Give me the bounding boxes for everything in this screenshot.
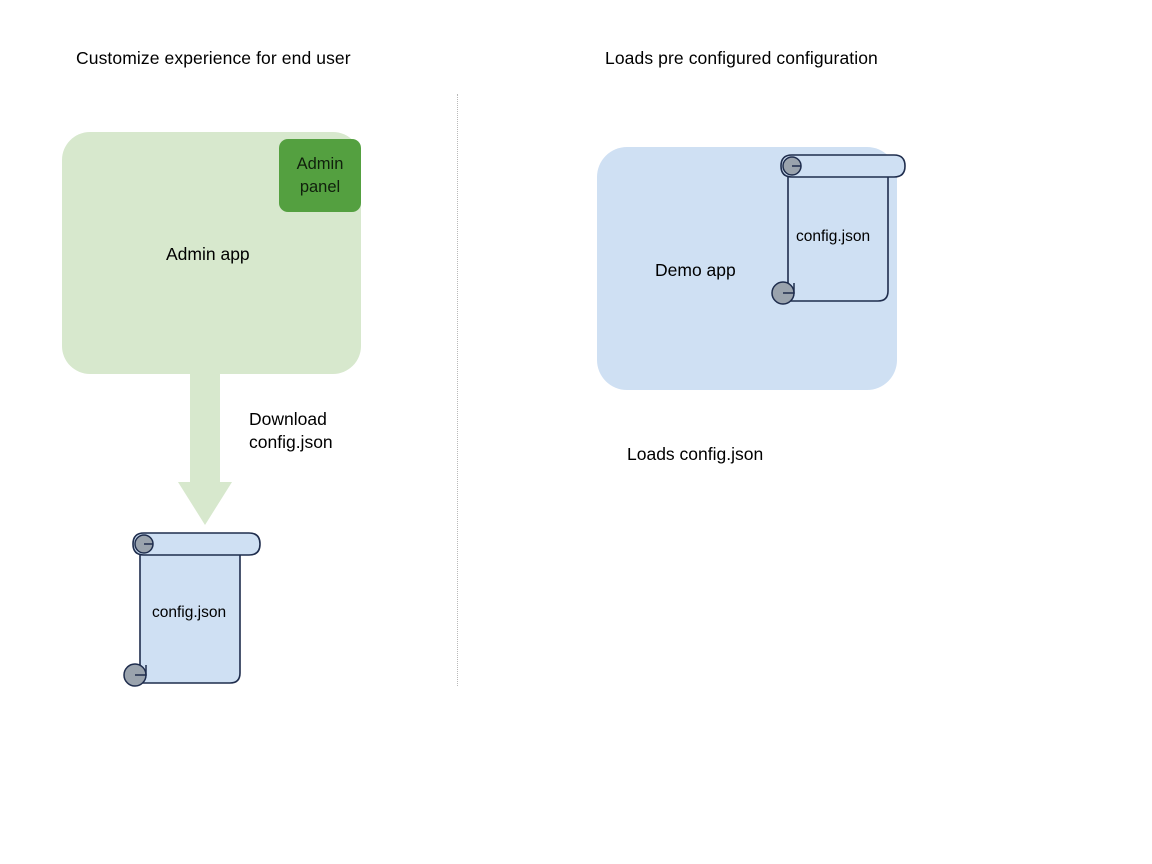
config-json-label-right: config.json <box>796 228 871 245</box>
download-arrow-icon <box>178 370 232 525</box>
download-arrow-label: Download config.json <box>249 409 333 453</box>
config-json-label-left: config.json <box>152 604 227 621</box>
config-json-document-right[interactable] <box>766 150 914 310</box>
demo-app-panel <box>597 147 897 390</box>
admin-panel-chip[interactable]: Admin panel <box>279 139 361 212</box>
admin-panel-chip-label: Admin panel <box>296 155 344 196</box>
config-json-document-left[interactable] <box>118 528 268 692</box>
right-column-heading: Loads pre configured configuration <box>605 48 878 68</box>
loads-config-caption: Loads config.json <box>627 444 764 464</box>
admin-app-label: Admin app <box>166 244 250 264</box>
left-column-heading: Customize experience for end user <box>76 48 351 68</box>
column-divider <box>457 94 458 686</box>
demo-app-label: Demo app <box>655 260 736 280</box>
